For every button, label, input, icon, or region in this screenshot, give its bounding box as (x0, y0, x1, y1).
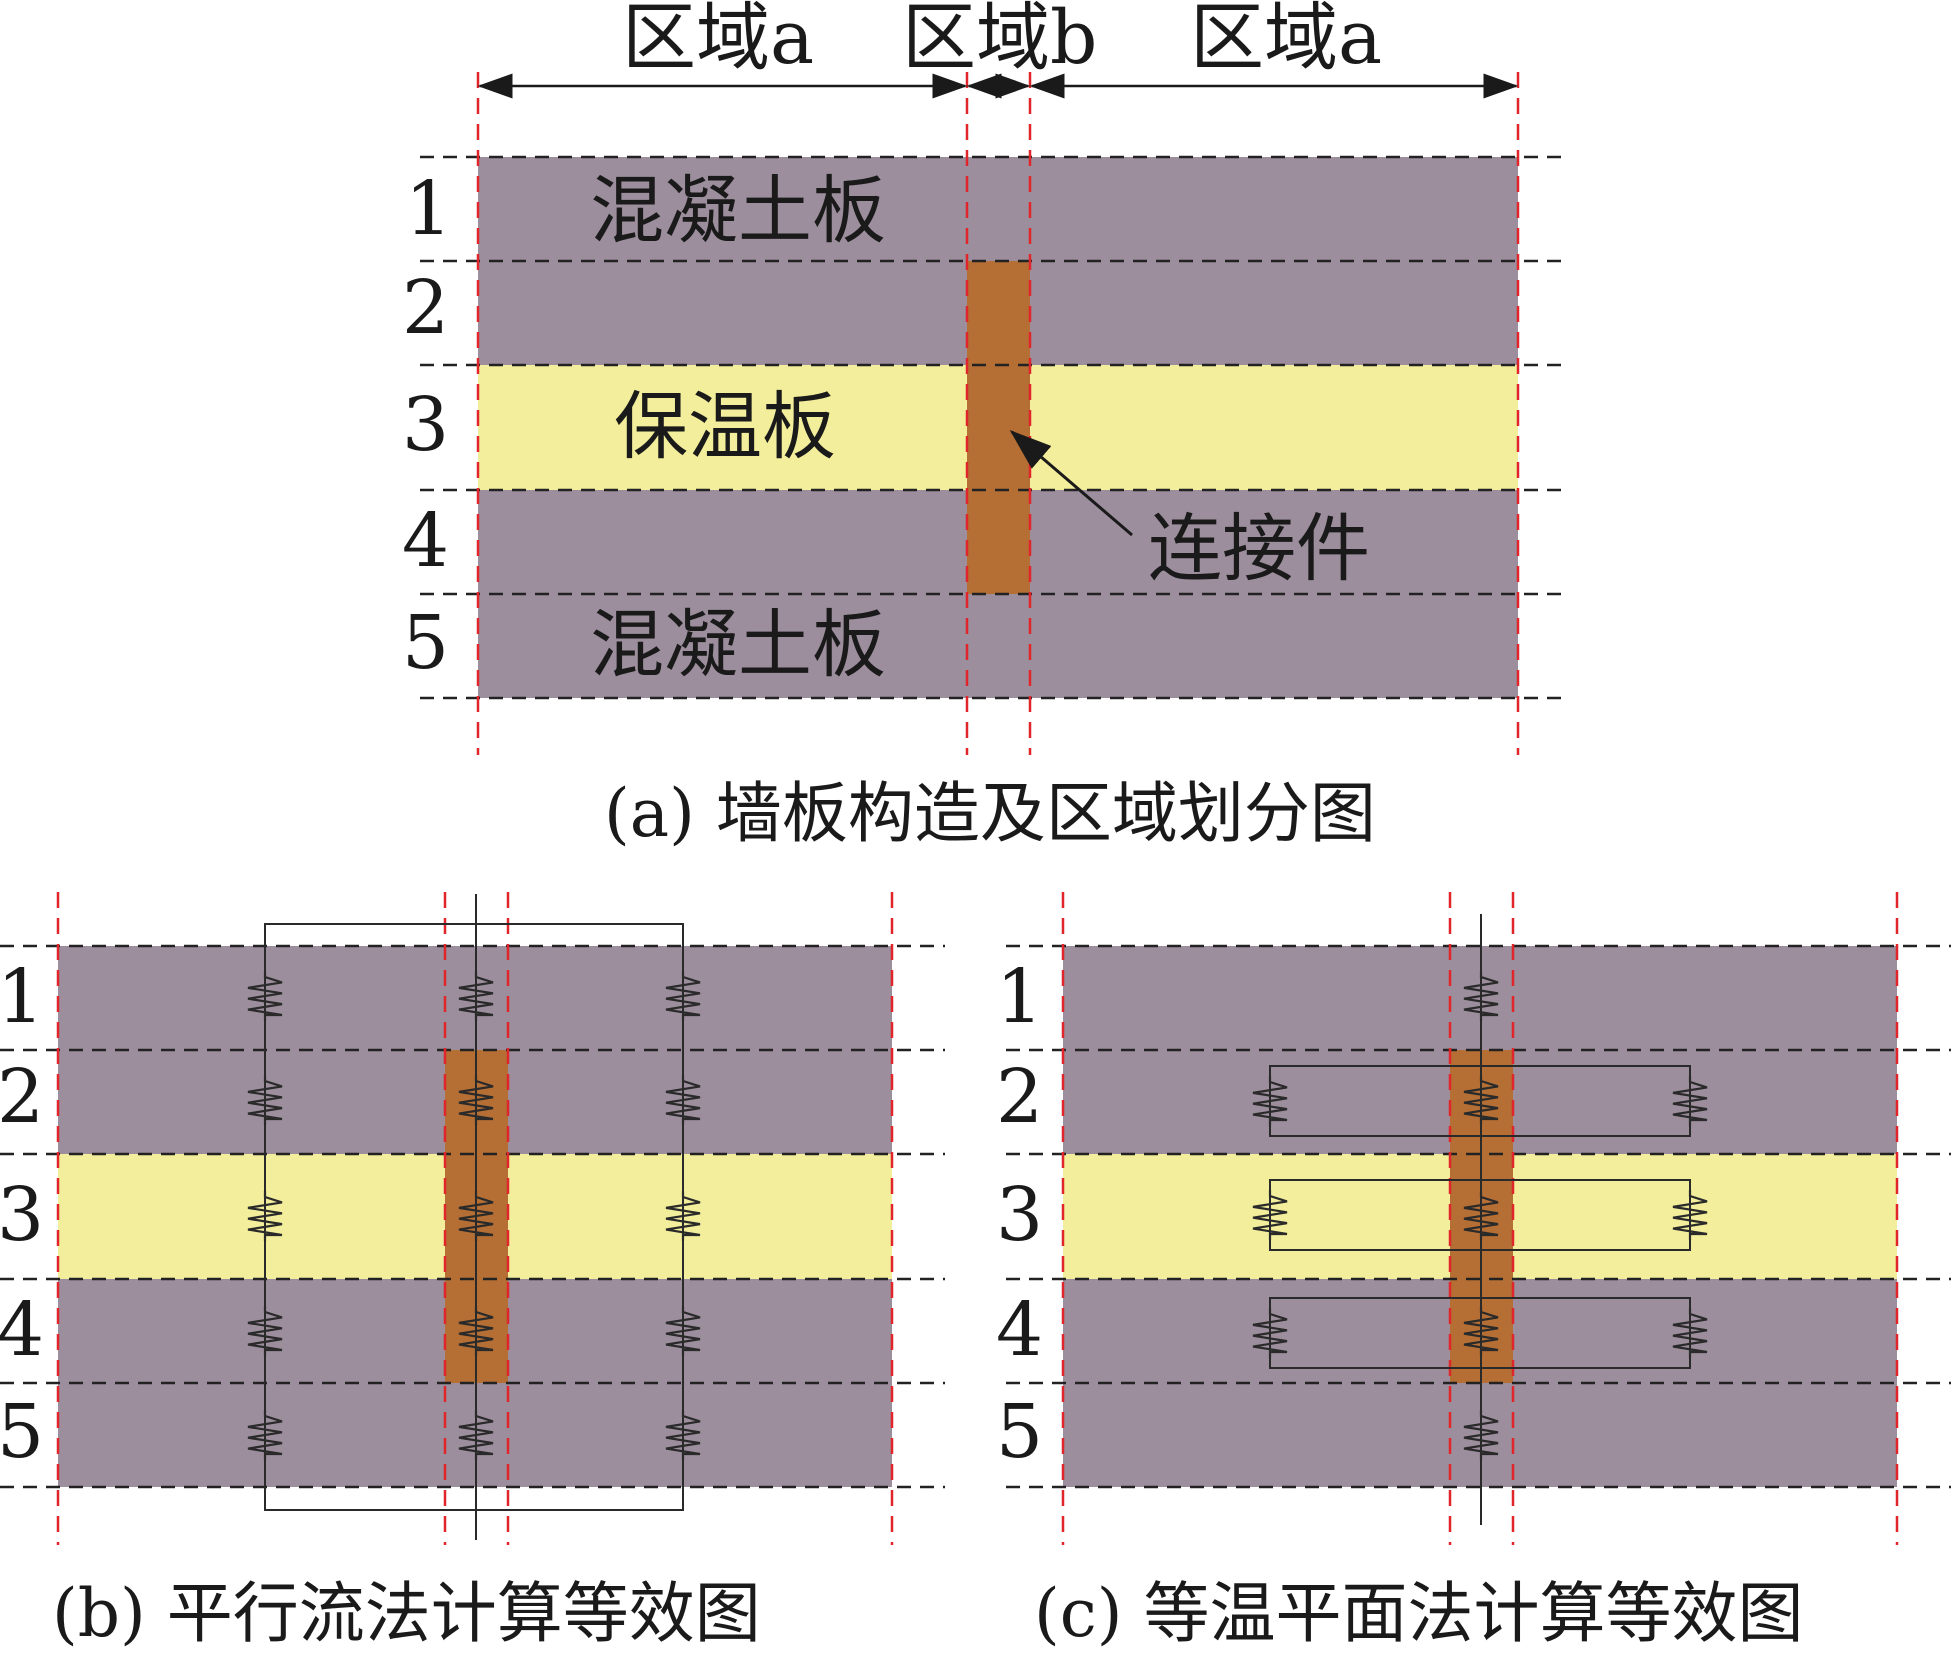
layer-number-1: 1 (405, 166, 452, 252)
spring-resistor (665, 1410, 701, 1460)
layer-boundary-lines (1006, 944, 1951, 1489)
layer-number-1: 1 (996, 954, 1043, 1040)
spring-resistor (1252, 1076, 1288, 1126)
spring-resistor (1672, 1190, 1708, 1240)
spring-resistor (458, 1306, 494, 1356)
spring-resistor (1463, 1306, 1499, 1356)
layer-number-2: 2 (402, 265, 449, 351)
insulation-label: 保温板 (614, 384, 836, 470)
layer-number-4: 4 (402, 498, 449, 584)
spring-resistor (458, 1191, 494, 1241)
region-b-label: 区域b (902, 0, 1097, 81)
connector-bar (967, 261, 1030, 594)
panel-c-isothermal-plane: 1 2 3 4 5 (c) 等温平面法计算等效图 (996, 892, 1951, 1652)
panel-b-parallel-flow: 1 2 3 4 5 (b) 平行流法计算等效图 (0, 892, 945, 1652)
connector-label: 连接件 (1148, 506, 1370, 592)
spring-resistor (1463, 1075, 1499, 1125)
layer-1-concrete (478, 157, 1518, 261)
spring-resistor (665, 971, 701, 1021)
spring-resistor (458, 1075, 494, 1125)
layer-5-concrete (478, 594, 1518, 698)
region-boundary-lines (476, 72, 1520, 755)
layer-number-5: 5 (402, 600, 449, 686)
spring-resistor (247, 1075, 283, 1125)
layer-number-1: 1 (0, 954, 44, 1040)
spring-resistor (1463, 1191, 1499, 1241)
spring-chains (1252, 971, 1708, 1460)
spring-resistor (1463, 1410, 1499, 1460)
region-a-left-label: 区域a (622, 0, 814, 81)
layer-number-2: 2 (0, 1054, 44, 1140)
spring-resistor (1672, 1308, 1708, 1358)
spring-resistor (247, 1410, 283, 1460)
spring-chains (247, 971, 701, 1460)
spring-resistor (665, 1191, 701, 1241)
spring-resistor (458, 1410, 494, 1460)
panel-a-wall-construction: 区域a 区域b 区域a 1 2 3 4 5 混凝土板 保温板 混凝土板 连接件 … (402, 0, 1568, 852)
spring-resistor (247, 1306, 283, 1356)
layer-number-3: 3 (0, 1172, 44, 1258)
spring-resistor (1252, 1190, 1288, 1240)
layer-number-2: 2 (996, 1054, 1043, 1140)
layer-number-3: 3 (402, 382, 449, 468)
layer-boundary-lines (420, 155, 1568, 700)
concrete-bottom-label: 混凝土板 (590, 602, 886, 688)
layer-number-4: 4 (996, 1287, 1043, 1373)
region-boundary-lines (56, 892, 894, 1545)
connector-pointer-line (1009, 430, 1133, 537)
concrete-top-label: 混凝土板 (590, 168, 886, 254)
layer-number-4: 4 (0, 1287, 44, 1373)
spring-resistor (665, 1306, 701, 1356)
spring-resistor (1463, 971, 1499, 1021)
spring-resistor (458, 971, 494, 1021)
region-a-right-label: 区域a (1190, 0, 1382, 81)
layer-boundary-lines (0, 944, 945, 1489)
spring-resistor (247, 1191, 283, 1241)
spring-resistor (1252, 1308, 1288, 1358)
layer-number-3: 3 (996, 1172, 1043, 1258)
spring-resistor (247, 971, 283, 1021)
layer-number-5: 5 (996, 1389, 1043, 1475)
spring-resistor (1672, 1076, 1708, 1126)
layer-number-5: 5 (0, 1389, 44, 1475)
caption-c: (c) 等温平面法计算等效图 (1034, 1575, 1803, 1652)
region-boundary-lines (1061, 892, 1899, 1545)
caption-b: (b) 平行流法计算等效图 (52, 1575, 761, 1652)
caption-a: (a) 墙板构造及区域划分图 (604, 775, 1376, 852)
spring-resistor (665, 1075, 701, 1125)
